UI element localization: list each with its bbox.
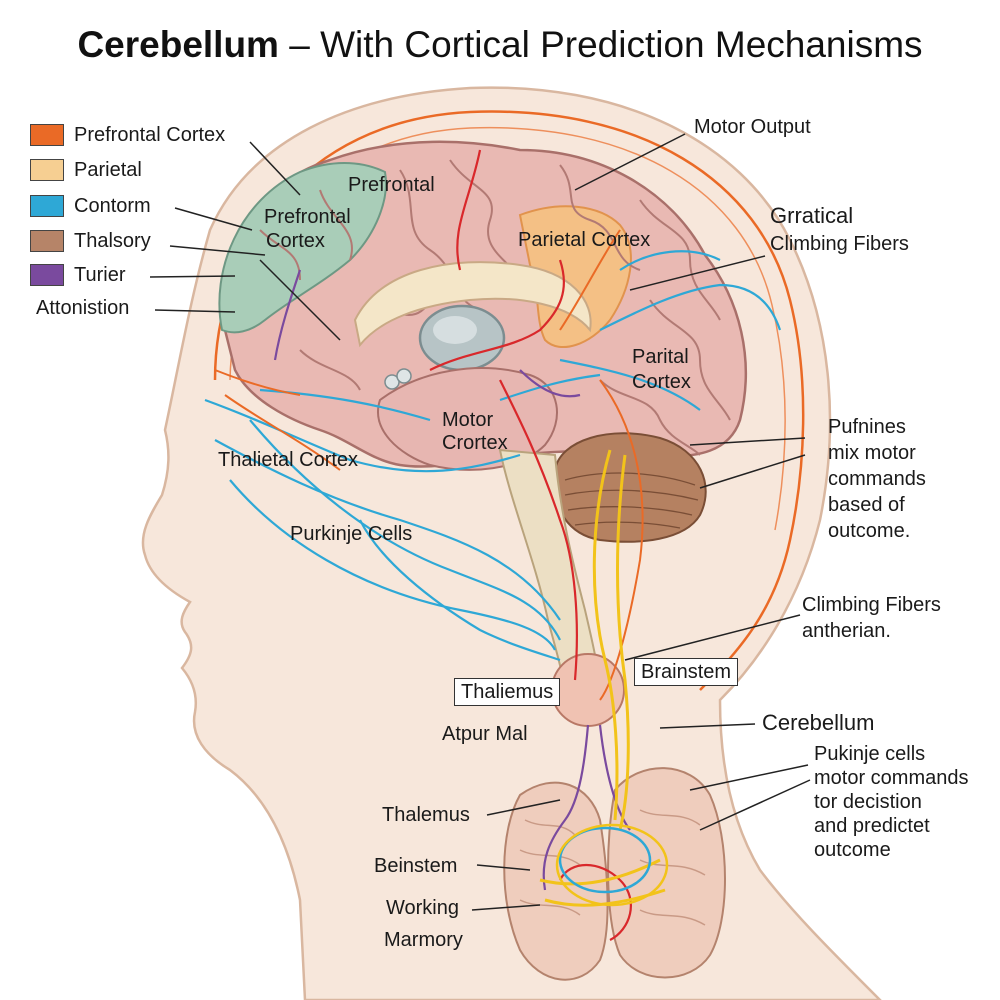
- label-climbing-fibers-top: Climbing Fibers: [770, 233, 909, 255]
- label-prefrontal-cortex-2: Cortex: [266, 230, 325, 252]
- label-brainstem-box: Brainstem: [634, 658, 739, 686]
- label-atpur-mal: Atpur Mal: [442, 723, 528, 745]
- annotation-pukinje: Pukinje cells motor commands tor decisti…: [814, 742, 969, 862]
- annotation-line: antherian.: [802, 620, 891, 642]
- legend-swatch: [30, 124, 64, 146]
- legend-label: Turier: [74, 264, 126, 286]
- page-title: Cerebellum – With Cortical Prediction Me…: [0, 24, 1000, 66]
- annotation-line: outcome: [814, 839, 891, 861]
- pointer-lines: [149, 133, 811, 911]
- legend-swatch: [30, 195, 64, 217]
- label-parital-1: Parital: [632, 346, 689, 368]
- annotation-line: tor decistion: [814, 791, 922, 813]
- legend-label: Parietal: [74, 159, 142, 181]
- annotation-line: commands: [828, 468, 926, 490]
- legend-swatch: [30, 159, 64, 181]
- annotation-line: Pukinje cells: [814, 743, 926, 765]
- label-parital-2: Cortex: [632, 371, 691, 393]
- label-marmory: Marmory: [384, 929, 463, 951]
- legend-label: Thalsory: [74, 230, 151, 252]
- label-prefrontal: Prefrontal: [348, 174, 435, 196]
- parietal-region: [518, 205, 632, 349]
- legend-swatch: [30, 264, 64, 286]
- blue-fibers: [204, 250, 782, 662]
- legend-swatch: [30, 230, 64, 252]
- corpus-callosum: [353, 261, 592, 348]
- label-motor-output: Motor Output: [694, 116, 811, 138]
- annotation-line: outcome.: [828, 520, 911, 542]
- annotation-line: Climbing Fibers: [802, 594, 941, 616]
- cerebellum-upper: [553, 432, 707, 543]
- annotation-line: Pufnines: [828, 416, 906, 438]
- label-thalemus: Thalemus: [382, 804, 470, 826]
- label-working: Working: [386, 897, 459, 919]
- title-rest: – With Cortical Prediction Mechanisms: [278, 24, 923, 65]
- annotation-pufnines: Pufnines mix motor commands based of out…: [828, 414, 926, 544]
- legend-label: Prefrontal Cortex: [74, 124, 226, 146]
- label-motor-crortex-2: Crortex: [442, 432, 508, 454]
- annotation-line: and predictet: [814, 815, 930, 837]
- label-parietal-cortex: Parietal Cortex: [518, 229, 651, 251]
- annotation-line: motor commands: [814, 767, 969, 789]
- orange-fibers: [214, 229, 644, 701]
- label-attonistion: Attonistion: [36, 297, 130, 319]
- title-bold: Cerebellum: [77, 24, 279, 65]
- label-thalietal-cortex: Thalietal Cortex: [218, 449, 359, 471]
- annotation-line: based of: [828, 494, 905, 516]
- annotation-line: mix motor: [828, 442, 916, 464]
- prefrontal-region: [218, 162, 387, 334]
- temporal-lobe: [377, 367, 558, 471]
- annotation-climbing-fibers: Climbing Fibers antherian.: [802, 592, 941, 644]
- fiber-loop: [555, 823, 669, 907]
- label-prefrontal-cortex-1: Prefrontal: [264, 206, 351, 228]
- red-fibers: [429, 149, 632, 941]
- purple-fibers: [273, 269, 631, 891]
- legend-label: Contorm: [74, 195, 151, 217]
- label-cerebellum: Cerebellum: [762, 710, 875, 735]
- label-purkinje-cells: Purkinje Cells: [290, 523, 413, 545]
- pituitary-bead: [384, 374, 400, 390]
- label-grratical: Grratical: [770, 203, 854, 228]
- label-beinstem: Beinstem: [374, 855, 458, 877]
- label-thaliemus-box: Thaliemus: [454, 678, 561, 706]
- label-motor-crortex-1: Motor: [442, 409, 494, 431]
